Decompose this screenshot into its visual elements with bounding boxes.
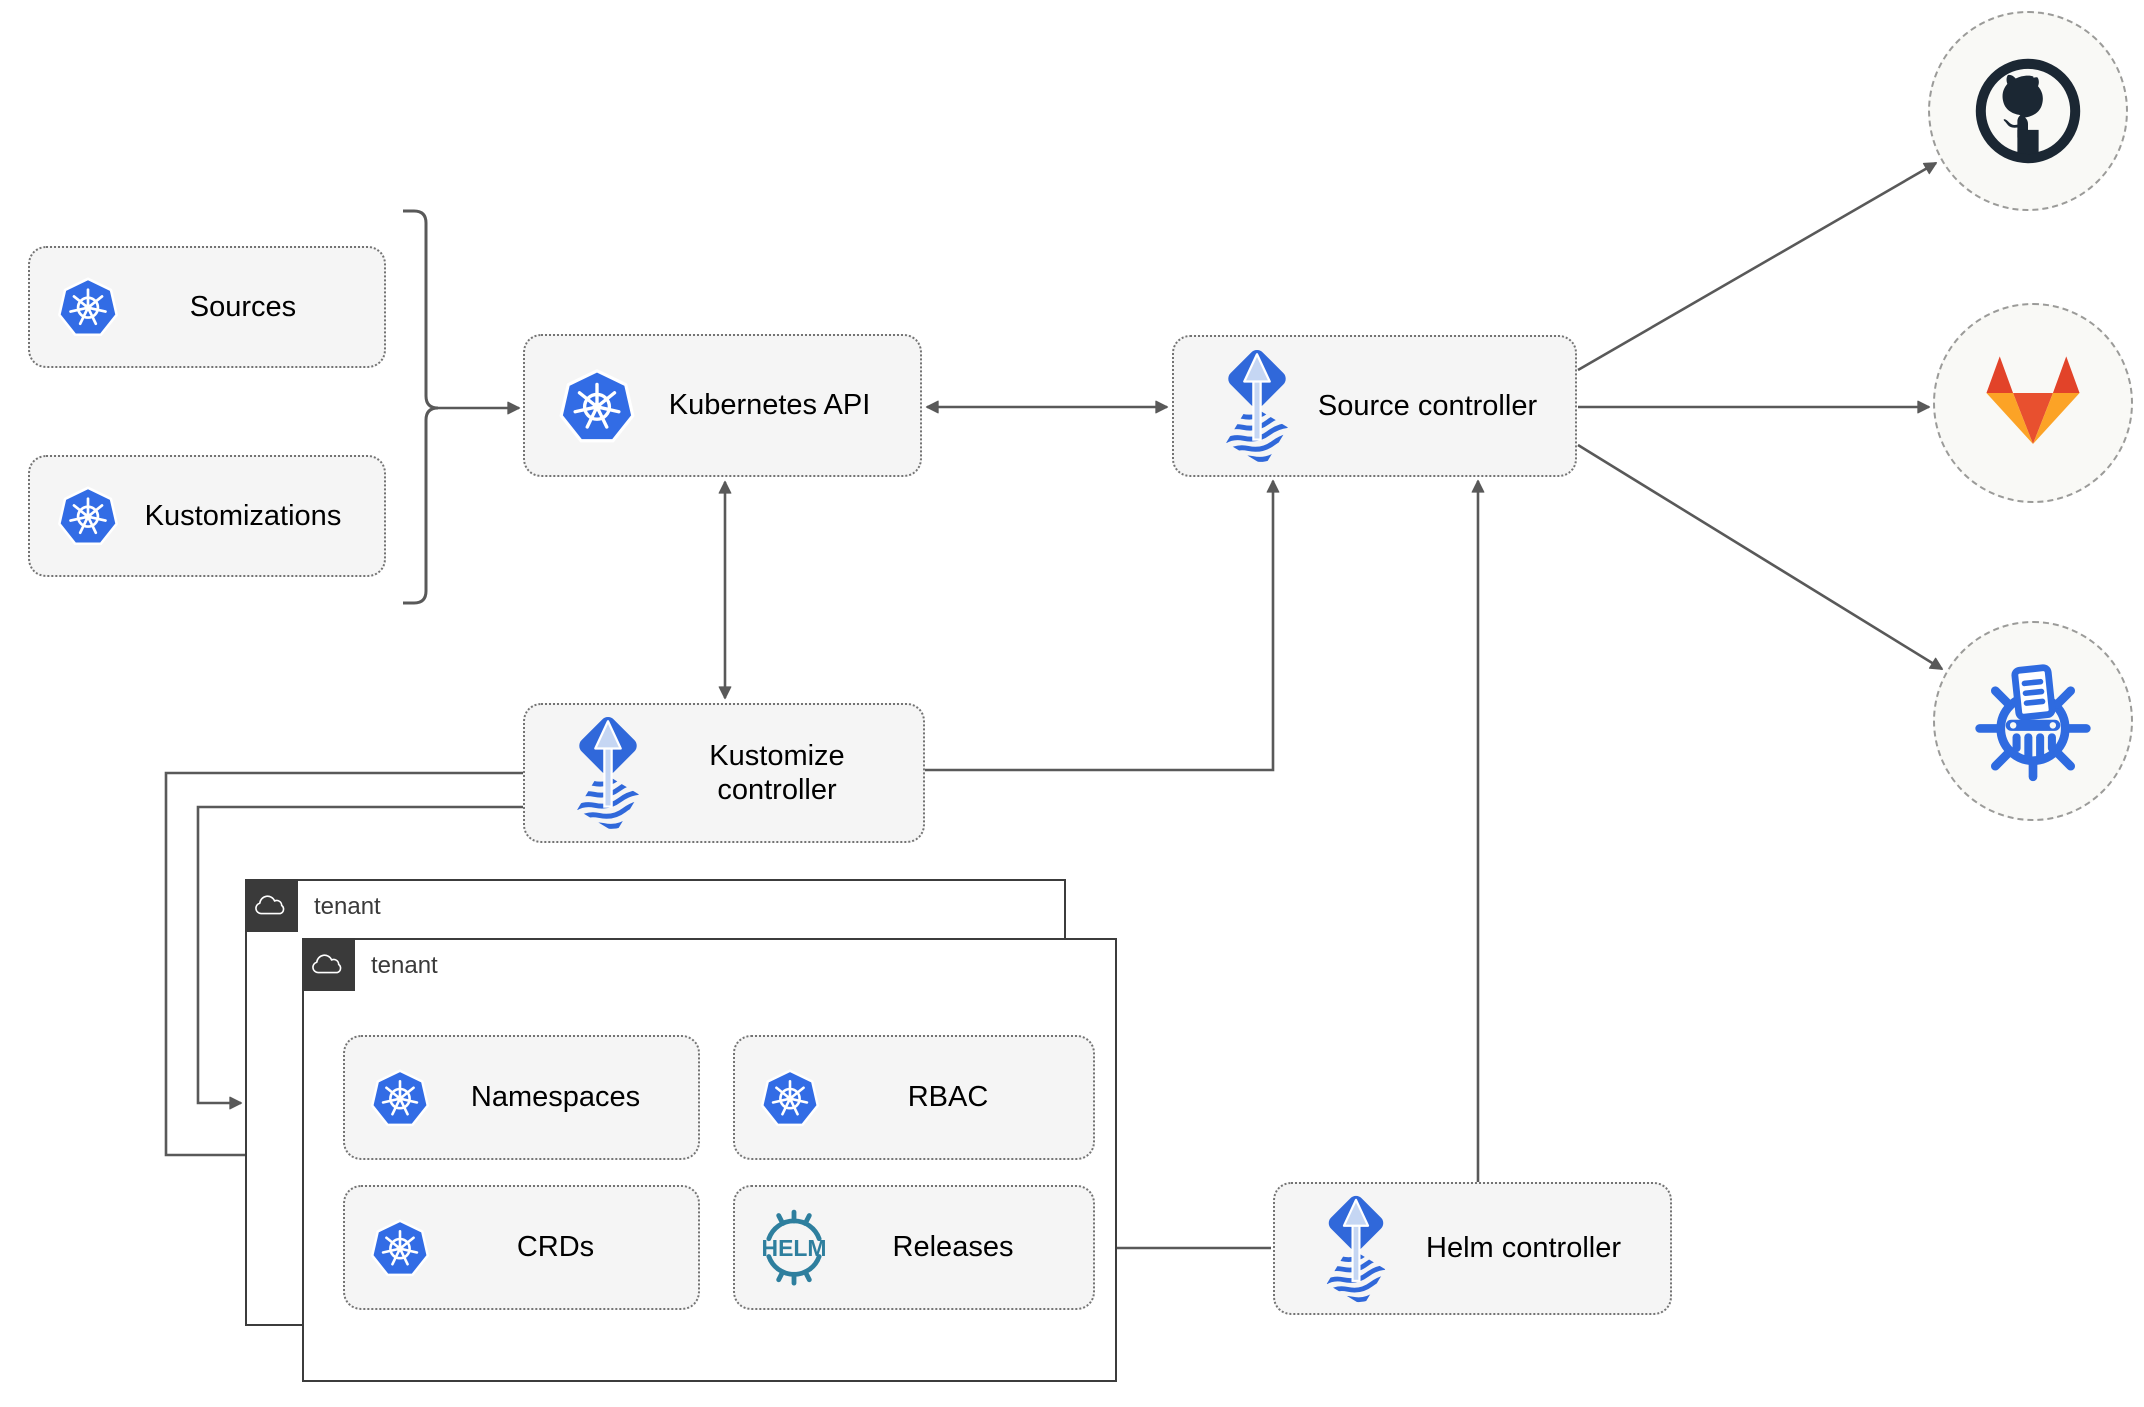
github-icon xyxy=(1975,58,2081,164)
node-source-controller-label: Source controller xyxy=(1317,389,1538,422)
node-sources: Sources xyxy=(28,246,386,368)
node-releases: HELM Releases xyxy=(733,1185,1095,1310)
flux-icon xyxy=(567,714,649,832)
node-kubernetes-api-label: Kubernetes API xyxy=(668,389,871,422)
manifests-icon xyxy=(1975,664,2091,782)
tenant-front-corner xyxy=(302,938,355,991)
external-gitlab xyxy=(1933,303,2133,503)
tenant-back-corner xyxy=(245,879,298,932)
node-namespaces-label: Namespaces xyxy=(470,1081,641,1114)
cloud-icon xyxy=(312,954,342,974)
edge-source-to-github xyxy=(1577,161,1938,372)
node-helm-controller-label: Helm controller xyxy=(1426,1232,1621,1265)
node-kustomize-controller-label: Kustomize controller xyxy=(709,739,845,806)
edge-bracket-sources-group xyxy=(403,209,439,605)
helm-icon-text: HELM xyxy=(762,1234,827,1260)
node-helm-controller: Helm controller xyxy=(1273,1182,1672,1315)
node-kustomizations-label: Kustomizations xyxy=(144,499,342,532)
node-crds: CRDs xyxy=(343,1185,700,1310)
cloud-icon xyxy=(255,895,285,915)
kubernetes-icon xyxy=(369,1217,431,1279)
node-releases-label: Releases xyxy=(892,1231,1014,1264)
kubernetes-icon xyxy=(759,1067,821,1129)
flux-icon xyxy=(1216,347,1298,465)
kubernetes-icon xyxy=(369,1067,431,1129)
node-source-controller: Source controller xyxy=(1172,335,1577,477)
edge-kustomize-to-source-controller xyxy=(925,479,1280,772)
tenant-front-label: tenant xyxy=(371,952,438,979)
node-crds-label: CRDs xyxy=(516,1231,595,1264)
kubernetes-icon xyxy=(56,275,120,339)
node-rbac: RBAC xyxy=(733,1035,1095,1160)
node-sources-label: Sources xyxy=(189,290,297,323)
node-rbac-label: RBAC xyxy=(907,1081,989,1114)
node-kustomizations: Kustomizations xyxy=(28,455,386,577)
node-kustomize-controller: Kustomize controller xyxy=(523,703,925,843)
flux-icon xyxy=(1317,1193,1395,1305)
helm-icon: HELM xyxy=(757,1209,831,1287)
edge-source-to-manifests xyxy=(1577,443,1944,671)
node-kubernetes-api: Kubernetes API xyxy=(523,334,922,477)
tenant-back-label: tenant xyxy=(314,893,381,920)
tenant-box-front: tenant xyxy=(302,938,1117,1382)
gitlab-icon xyxy=(1986,356,2080,445)
kubernetes-icon xyxy=(557,366,637,446)
external-kubernetes-manifests xyxy=(1933,621,2133,821)
external-github xyxy=(1928,11,2128,211)
kubernetes-icon xyxy=(56,484,120,548)
node-namespaces: Namespaces xyxy=(343,1035,700,1160)
